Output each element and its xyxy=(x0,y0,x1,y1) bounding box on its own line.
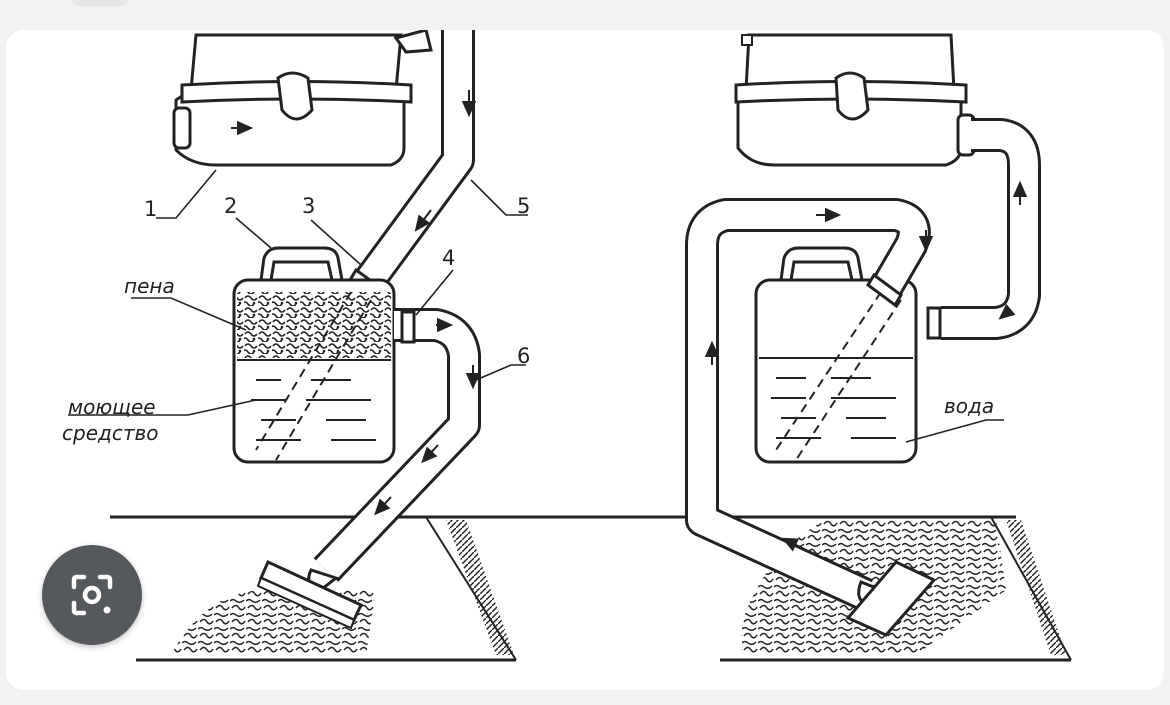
top-tab-edge xyxy=(70,0,130,6)
label-detergent-line2: средство xyxy=(62,421,159,445)
right-diagram: вода xyxy=(678,33,1072,662)
right-vacuum-body xyxy=(734,33,976,167)
right-canister xyxy=(754,246,918,464)
left-vacuum-body xyxy=(172,30,433,167)
camera-lens-search-icon xyxy=(71,574,113,616)
left-leader-lines xyxy=(68,169,528,416)
lens-search-button[interactable] xyxy=(42,545,142,645)
image-card: 1 2 3 4 5 6 пена моющее средство xyxy=(6,30,1164,690)
label-1: 1 xyxy=(144,197,157,221)
left-diagram: 1 2 3 4 5 6 пена моющее средство xyxy=(62,30,681,662)
right-leader-water xyxy=(905,419,1004,443)
left-canister xyxy=(232,246,396,464)
label-3: 3 xyxy=(302,194,315,218)
left-hose-6 xyxy=(307,308,481,594)
left-nozzle xyxy=(256,559,363,630)
label-water: вода xyxy=(944,394,994,418)
left-floor xyxy=(110,515,681,662)
label-foam: пена xyxy=(124,274,175,298)
label-detergent-line1: моющее xyxy=(68,395,156,419)
right-nozzle xyxy=(845,560,937,637)
top-strip xyxy=(0,0,1170,30)
right-hose-outlet xyxy=(926,118,1041,340)
label-2: 2 xyxy=(224,194,237,218)
label-6: 6 xyxy=(517,344,530,368)
vacuum-cleaner-diagram: 1 2 3 4 5 6 пена моющее средство xyxy=(62,30,1072,662)
right-hose-intake xyxy=(685,198,934,611)
label-5: 5 xyxy=(517,194,530,218)
label-4: 4 xyxy=(442,246,455,270)
